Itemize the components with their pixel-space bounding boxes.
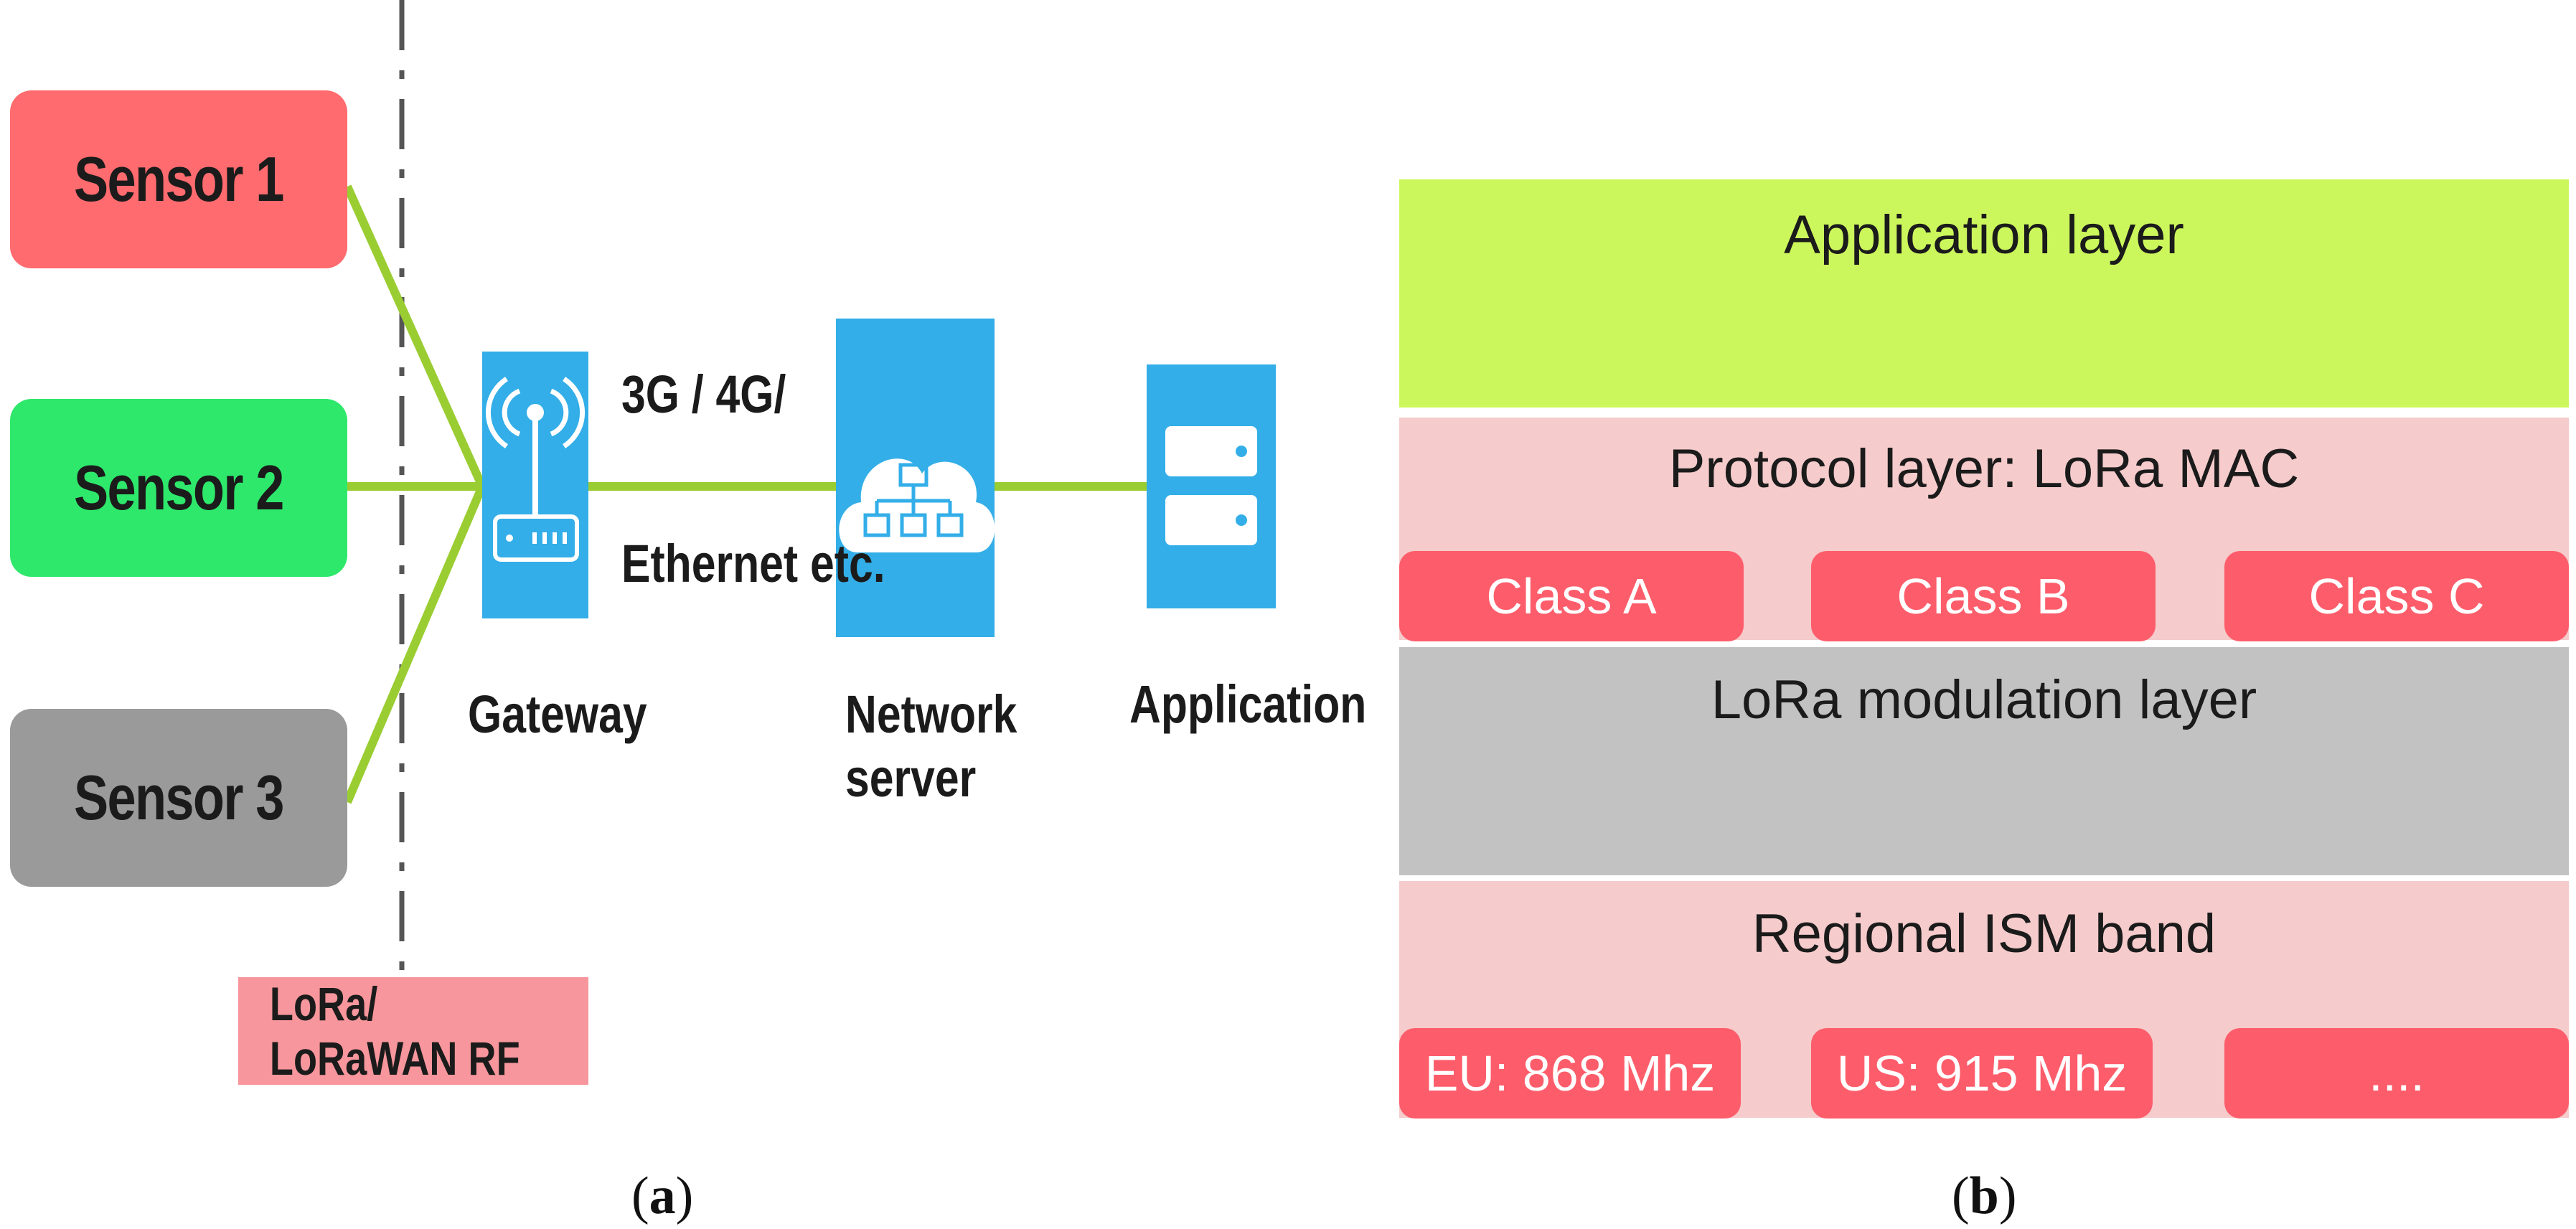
sensor-1-label: Sensor 1 <box>74 143 284 215</box>
rf-label-box: LoRa/ LoRaWAN RF <box>238 977 588 1085</box>
sensor-3-label: Sensor 3 <box>74 762 284 833</box>
class-c-pill: Class C <box>2224 551 2569 641</box>
sensor-2-label: Sensor 2 <box>74 452 284 523</box>
class-a-pill: Class A <box>1399 551 1744 641</box>
modulation-layer: LoRa modulation layer <box>1399 647 2569 875</box>
network-server-label: Network server <box>845 684 1017 808</box>
application-layer: Application layer <box>1399 179 2569 408</box>
sensor-3-box: Sensor 3 <box>10 709 347 887</box>
gateway-icon <box>482 352 588 618</box>
sensor-2-box: Sensor 2 <box>10 399 347 577</box>
wire-sensor-3 <box>343 484 486 804</box>
link-label-3g-4g: 3G / 4G/ <box>621 364 786 424</box>
cloud-network-icon <box>836 319 995 637</box>
modulation-layer-title: LoRa modulation layer <box>1711 669 2257 730</box>
band-us-pill: US: 915 Mhz <box>1811 1028 2153 1119</box>
ism-band-title: Regional ISM band <box>1752 903 2217 964</box>
band-more-pill: .... <box>2224 1028 2569 1119</box>
wire-sensor-1 <box>343 184 486 489</box>
application-label: Application <box>1129 674 1367 734</box>
server-application-icon <box>1147 364 1276 608</box>
caption-b: (b) <box>1952 1167 2017 1225</box>
application-layer-title: Application layer <box>1784 204 2184 265</box>
link-label-ethernet: Ethernet etc. <box>621 534 885 593</box>
protocol-layer-title: Protocol layer: LoRa MAC <box>1668 438 2300 499</box>
protocol-layer: Protocol layer: LoRa MAC Class A Class B… <box>1399 418 2569 641</box>
caption-a: (a) <box>631 1167 694 1225</box>
ism-band-layer: Regional ISM band EU: 868 Mhz US: 915 Mh… <box>1399 881 2569 1119</box>
rf-label: LoRa/ LoRaWAN RF <box>269 977 520 1085</box>
sensor-1-box: Sensor 1 <box>10 90 347 268</box>
class-b-pill: Class B <box>1811 551 2156 641</box>
gateway-label: Gateway <box>468 684 647 744</box>
band-eu-pill: EU: 868 Mhz <box>1399 1028 1741 1119</box>
